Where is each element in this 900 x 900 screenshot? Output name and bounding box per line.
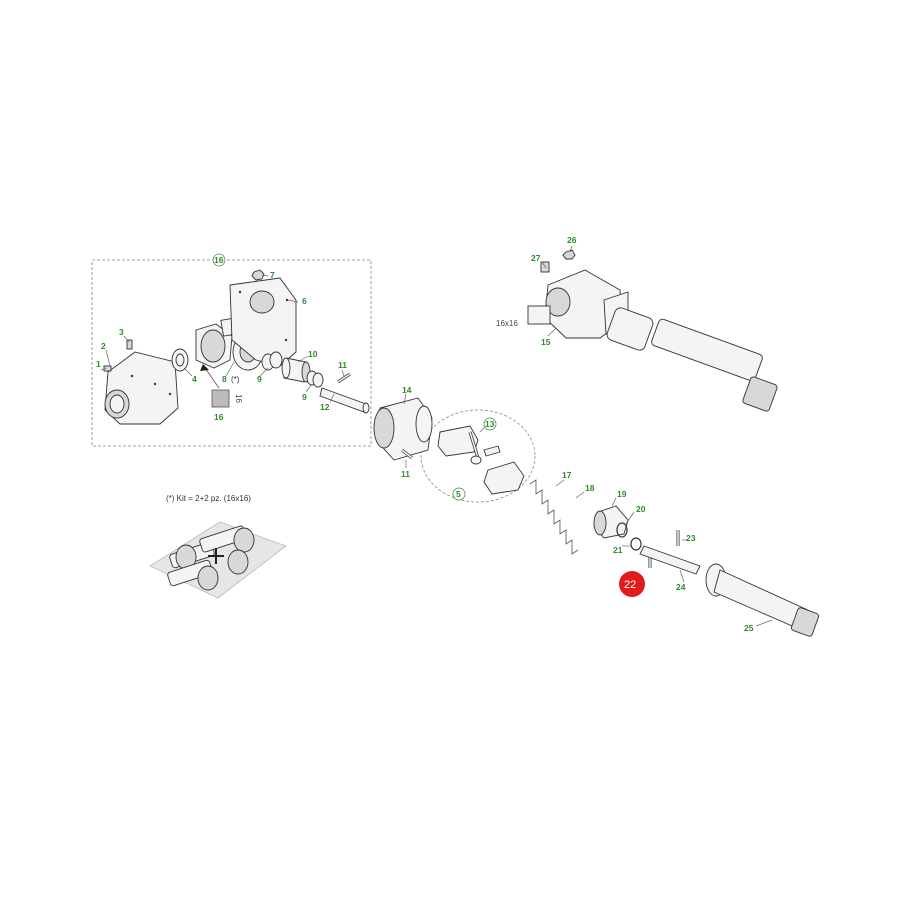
gearbox-housing-left bbox=[103, 339, 179, 425]
label-part-4[interactable]: 4 bbox=[192, 374, 197, 384]
highlighted-part-badge[interactable]: 22 bbox=[619, 571, 645, 597]
label-part-27[interactable]: 27 bbox=[531, 253, 541, 263]
kit-illustration bbox=[149, 521, 287, 599]
seal-ring-4 bbox=[171, 348, 189, 372]
label-part-17[interactable]: 17 bbox=[562, 470, 572, 480]
label-part-25[interactable]: 25 bbox=[744, 623, 754, 633]
clutch-housing-14 bbox=[373, 397, 433, 461]
label-part-8-star: (*) bbox=[231, 375, 240, 384]
label-part-19[interactable]: 19 bbox=[617, 489, 627, 499]
label-part-3[interactable]: 3 bbox=[119, 327, 124, 337]
label-part-23[interactable]: 23 bbox=[686, 533, 696, 543]
label-part-21[interactable]: 21 bbox=[613, 545, 623, 555]
group-label-13-text: 13 bbox=[485, 419, 495, 429]
bevel-pinion-8 bbox=[195, 315, 250, 369]
sleeve-19 bbox=[593, 505, 629, 539]
roll-pin-11a bbox=[337, 372, 351, 384]
label-part-7[interactable]: 7 bbox=[270, 270, 275, 280]
label-part-20[interactable]: 20 bbox=[636, 504, 646, 514]
label-part-2[interactable]: 2 bbox=[101, 341, 106, 351]
group-label-13[interactable]: 13 bbox=[483, 417, 497, 431]
label-part-15[interactable]: 15 bbox=[541, 337, 551, 347]
group-label-5-text: 5 bbox=[456, 489, 461, 499]
label-part-9b[interactable]: 9 bbox=[302, 392, 307, 402]
label-part-14[interactable]: 14 bbox=[402, 385, 412, 395]
gearbox-assembly-15 bbox=[527, 249, 778, 412]
label-part-26[interactable]: 26 bbox=[567, 235, 577, 245]
label-part-11b[interactable]: 11 bbox=[401, 469, 410, 479]
clutch-yoke-parts bbox=[437, 425, 525, 495]
group-label-5[interactable]: 5 bbox=[452, 487, 466, 501]
label-part-11a[interactable]: 11 bbox=[338, 360, 347, 370]
label-part-8[interactable]: 8 bbox=[222, 374, 227, 384]
label-part-24[interactable]: 24 bbox=[676, 582, 686, 592]
spring-18 bbox=[529, 479, 579, 555]
input-shaft-12 bbox=[319, 387, 370, 414]
output-shaft-25 bbox=[705, 563, 820, 637]
shaft-size-label: 16x16 bbox=[496, 319, 518, 328]
kit-callout bbox=[200, 364, 230, 408]
group-label-16-text: 16 bbox=[214, 255, 224, 265]
roll-pin-11b bbox=[401, 448, 413, 460]
circlip-20 bbox=[616, 522, 628, 538]
kit-note: (*) Kit = 2+2 pz. (16x16) bbox=[166, 494, 251, 503]
label-part-10[interactable]: 10 bbox=[308, 349, 318, 359]
label-part-1[interactable]: 1 bbox=[96, 359, 101, 369]
shaft-24 bbox=[639, 545, 701, 575]
label-part-18[interactable]: 18 bbox=[585, 483, 595, 493]
gearbox-group-box bbox=[91, 259, 372, 447]
label-part-12[interactable]: 12 bbox=[320, 402, 330, 412]
circlip-21 bbox=[630, 537, 642, 551]
group-label-16[interactable]: 16 bbox=[212, 253, 226, 267]
label-part-9a[interactable]: 9 bbox=[257, 374, 262, 384]
seal-ring-9b bbox=[306, 370, 324, 388]
label-part-16b[interactable]: 16 bbox=[214, 412, 224, 422]
kit-box-number: 16 bbox=[234, 394, 243, 403]
label-part-6[interactable]: 6 bbox=[302, 296, 307, 306]
seal-ring-9a bbox=[261, 351, 283, 371]
bushing-10 bbox=[281, 357, 311, 383]
gearbox-cover-6 bbox=[229, 277, 297, 367]
clutch-group-circle bbox=[420, 409, 536, 503]
leader-lines bbox=[100, 245, 773, 627]
highlighted-part-number: 22 bbox=[624, 579, 636, 591]
nut-7 bbox=[251, 269, 265, 281]
